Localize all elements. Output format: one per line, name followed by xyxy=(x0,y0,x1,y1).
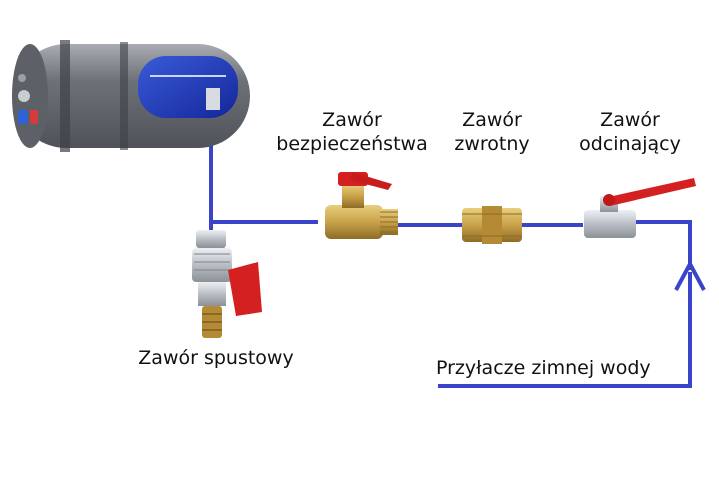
ball-valve-icon xyxy=(584,178,696,238)
label-drain-valve: Zawór spustowy xyxy=(138,347,294,369)
label-shutoff-valve-line2: odcinający xyxy=(579,133,681,155)
label-check-valve: Zawór zwrotny xyxy=(432,108,552,156)
safety-valve-icon xyxy=(325,172,398,239)
drain-valve-icon xyxy=(192,230,262,338)
label-safety-valve: Zawór bezpieczeństwa xyxy=(262,108,442,156)
label-safety-valve-line2: bezpieczeństwa xyxy=(276,133,428,155)
pipe-cold-inlet xyxy=(438,272,692,388)
check-valve-icon xyxy=(462,206,522,244)
water-heater-tank xyxy=(12,40,250,152)
flow-arrow-up-icon xyxy=(674,259,706,291)
label-cold-water-inlet: Przyłacze zimnej wody xyxy=(436,357,651,379)
label-check-valve-line1: Zawór xyxy=(462,109,522,131)
label-shutoff-valve: Zawór odcinający xyxy=(560,108,700,156)
label-safety-valve-line1: Zawór xyxy=(322,109,382,131)
pipe-network xyxy=(209,118,692,388)
pipe-shutoff-return xyxy=(636,220,692,270)
label-check-valve-line2: zwrotny xyxy=(454,133,530,155)
label-shutoff-valve-line1: Zawór xyxy=(600,109,660,131)
